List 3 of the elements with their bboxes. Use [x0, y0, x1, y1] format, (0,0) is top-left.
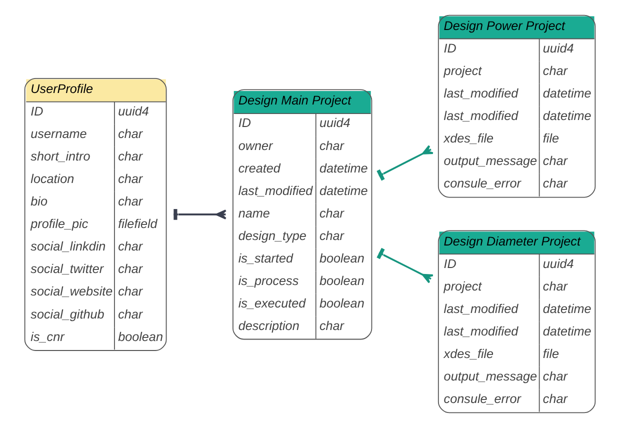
- connector: [173, 209, 226, 220]
- connector: [376, 144, 434, 181]
- connector: [376, 248, 434, 284]
